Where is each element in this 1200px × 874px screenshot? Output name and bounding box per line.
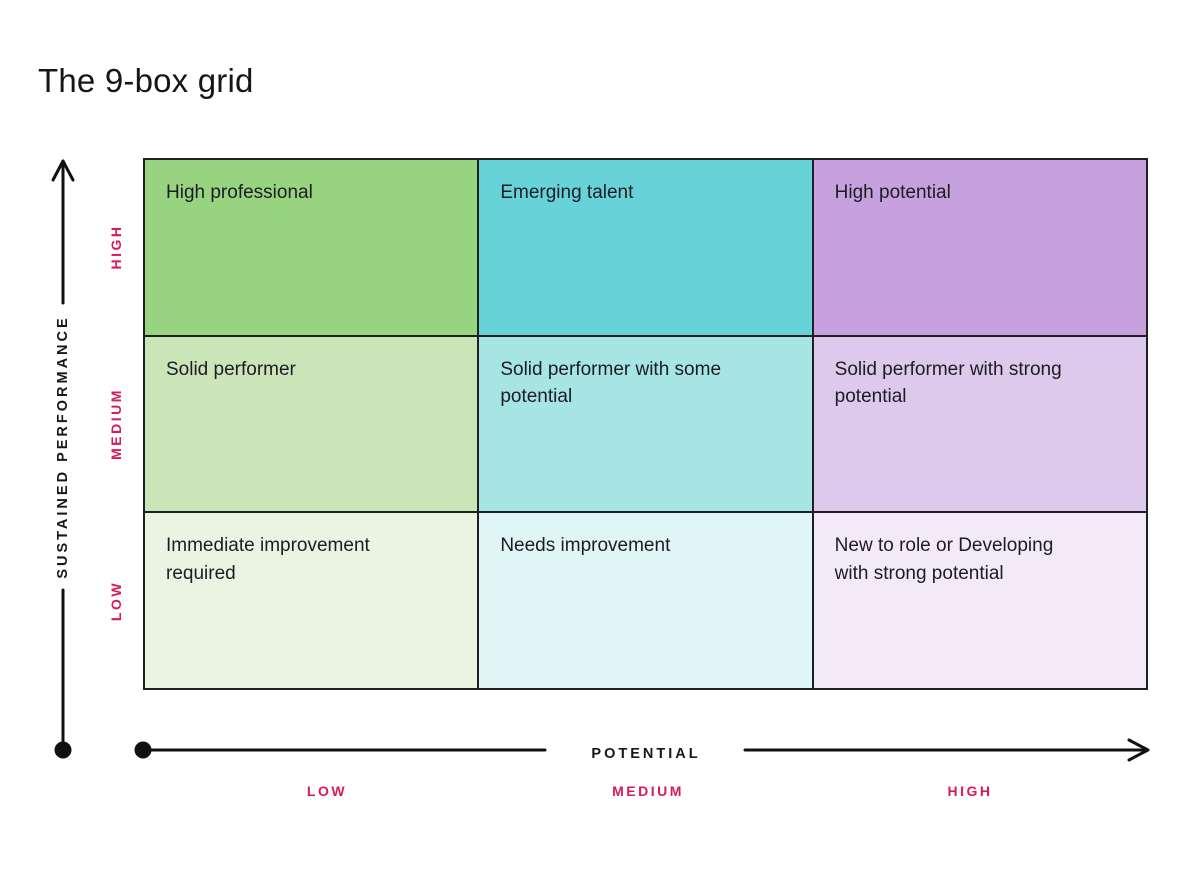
- cell-label: High potential: [834, 182, 951, 203]
- y-tick-low: LOW: [108, 580, 124, 622]
- x-tick-high: HIGH: [947, 783, 993, 799]
- y-tick-medium: MEDIUM: [108, 388, 124, 460]
- cell-high-performance-high-potential: High potential: [813, 160, 1146, 335]
- cell-low-performance-high-potential: New to role or Developing with strong po…: [813, 513, 1146, 688]
- nine-box-matrix: High professional Emerging talent High p…: [143, 158, 1148, 690]
- cell-label: Needs improvement: [500, 535, 671, 557]
- cell-medium-performance-high-potential: Solid performer with strong potential: [813, 336, 1146, 512]
- cell-label: Solid performer: [166, 358, 296, 380]
- y-axis-arrow-icon: [51, 159, 75, 182]
- x-axis-title: POTENTIAL: [591, 746, 701, 762]
- y-axis-origin-dot: [54, 741, 72, 759]
- x-axis-origin-dot: [134, 741, 152, 759]
- page-title: The 9-box grid: [38, 62, 254, 100]
- cell-low-performance-low-potential: Immediate improvement required: [145, 513, 478, 688]
- cell-label: New to role or Developing with strong po…: [834, 535, 1054, 584]
- cell-label: Emerging talent: [500, 182, 634, 203]
- cell-low-performance-medium-potential: Needs improvement: [479, 513, 812, 688]
- cell-medium-performance-low-potential: Solid performer: [145, 336, 478, 512]
- cell-label: Solid performer with strong potential: [834, 358, 1062, 408]
- x-tick-low: LOW: [306, 783, 348, 799]
- cell-medium-performance-medium-potential: Solid performer with some potential: [479, 336, 812, 512]
- cell-label: Immediate improvement required: [166, 535, 370, 584]
- cell-high-performance-medium-potential: Emerging talent: [479, 160, 812, 335]
- cell-label: High professional: [166, 182, 313, 203]
- cell-label: Solid performer with some potential: [500, 358, 722, 408]
- y-axis-title: SUSTAINED PERFORMANCE: [55, 315, 71, 579]
- x-axis-arrow-icon: [1127, 738, 1150, 762]
- cell-high-performance-low-potential: High professional: [145, 160, 478, 335]
- y-tick-high: HIGH: [108, 224, 124, 270]
- x-tick-medium: MEDIUM: [612, 783, 684, 799]
